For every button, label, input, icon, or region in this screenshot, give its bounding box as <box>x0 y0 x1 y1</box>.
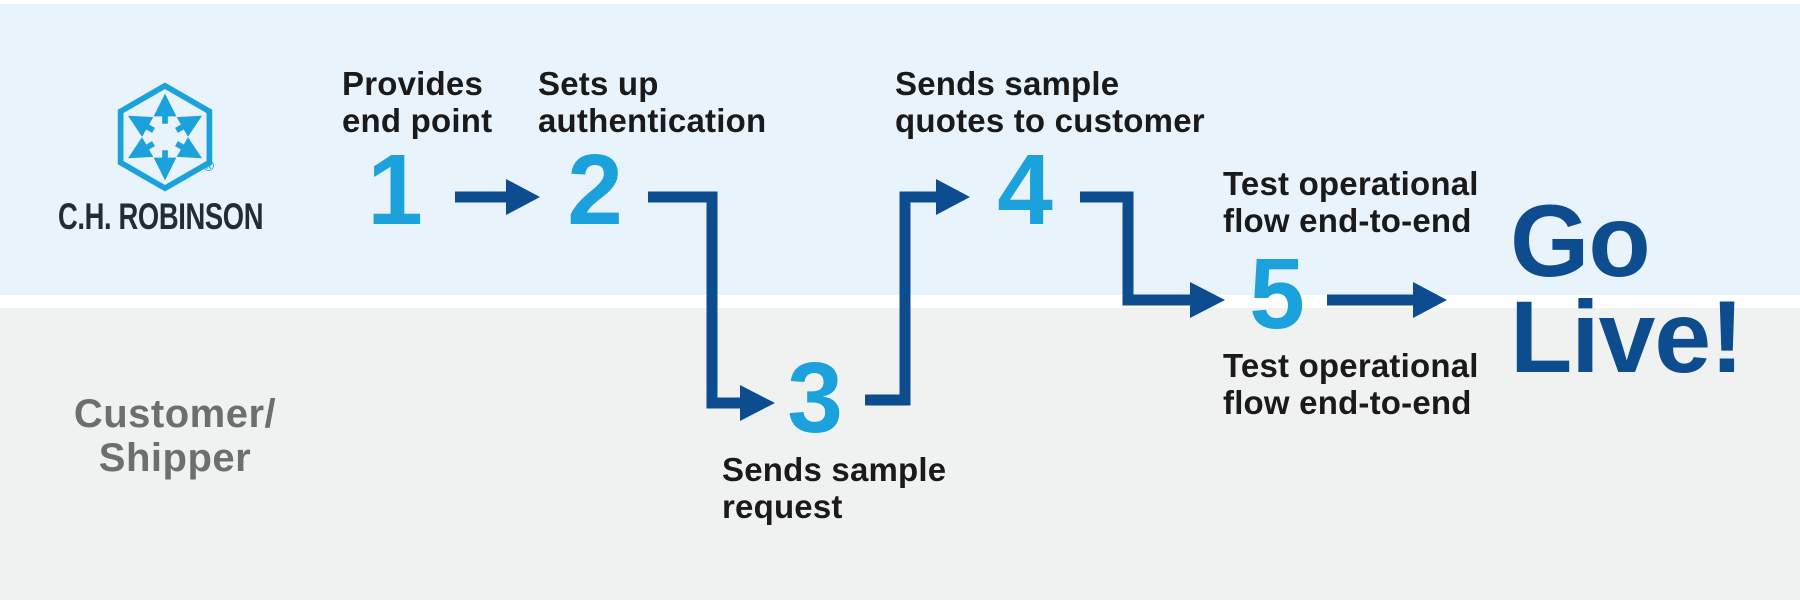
step-3-label-line-2: request <box>722 487 843 525</box>
step-3-number: 3 <box>787 342 843 454</box>
step-2-label-line-1: Sets up <box>538 65 659 102</box>
step-1-label-line-1: Provides <box>342 65 483 102</box>
go-live-line-1: Go <box>1510 184 1651 298</box>
customer-shipper-label: Customer/ Shipper <box>28 392 322 480</box>
step-1-label: Provides end point <box>342 65 493 140</box>
step-2-number: 2 <box>567 134 623 246</box>
go-live-text: Go Live! <box>1510 184 1744 394</box>
arrow-step3-to-step4-icon <box>865 191 938 406</box>
step-5-label-below-line-1: Test operational <box>1223 347 1479 384</box>
step-3-label-line-1: Sends sample <box>722 451 947 488</box>
step-5-label-below: Test operational flow end-to-end <box>1223 347 1479 422</box>
go-live-line-2: Live! <box>1510 279 1744 394</box>
step-4-number: 4 <box>997 134 1053 246</box>
customer-shipper-line-1: Customer/ <box>73 392 277 436</box>
step-4-label: Sends sample quotes to customer <box>895 65 1205 140</box>
step-5-label-above: Test operational flow end-to-end <box>1223 165 1479 240</box>
step-4-label-line-2: quotes to customer <box>895 101 1205 139</box>
customer-shipper-line-2: Shipper <box>98 436 252 480</box>
step-5-label-above-line-2: flow end-to-end <box>1223 201 1472 239</box>
arrow-step3-to-step4-head-icon <box>936 179 970 215</box>
arrow-step2-to-step3-icon <box>648 191 742 409</box>
step-2-label: Sets up authentication <box>538 65 767 140</box>
arrow-step4-to-step5-icon <box>1080 191 1192 306</box>
registered-trademark-mark: ® <box>203 158 215 175</box>
step-4-label-line-1: Sends sample <box>895 65 1120 102</box>
step-2-label-line-2: authentication <box>538 101 767 139</box>
arrow-step4-to-step5-head-icon <box>1190 282 1225 318</box>
arrow-step5-to-golive-head-icon <box>1413 282 1447 318</box>
step-1-number: 1 <box>367 134 423 246</box>
arrow-step2-to-step3-head-icon <box>740 385 775 421</box>
step-5-number: 5 <box>1249 238 1305 350</box>
step-5-label-above-line-1: Test operational <box>1223 165 1479 202</box>
step-5-label-below-line-2: flow end-to-end <box>1223 383 1472 421</box>
chrobinson-logo-text: C.H. ROBINSON <box>58 196 264 237</box>
step-1-label-line-2: end point <box>342 101 493 139</box>
chrobinson-hexagon-arrows-icon <box>117 82 213 192</box>
step-3-label: Sends sample request <box>722 451 947 526</box>
arrow-step1-to-step2-head-icon <box>506 179 540 215</box>
